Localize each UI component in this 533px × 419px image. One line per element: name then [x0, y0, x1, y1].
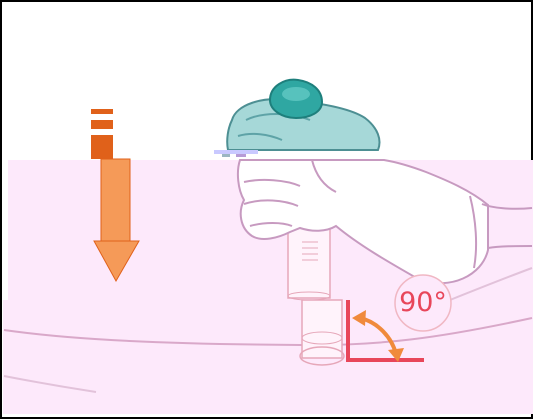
- skin-lower-strip: [3, 300, 533, 414]
- syringe-at-skin: [299, 299, 345, 366]
- downward-arrow-icon: [91, 109, 140, 283]
- skin-lower-line: [3, 375, 97, 393]
- gloved-thumb: [226, 98, 381, 151]
- edge-artifact: [214, 150, 258, 157]
- skin-surface-line: [3, 317, 533, 347]
- syringe-cap-icon: [268, 78, 324, 120]
- gloved-hand: [236, 159, 533, 285]
- angle-badge: [394, 274, 452, 332]
- angle-label: 90°: [399, 287, 447, 318]
- skin-right-curve: [449, 267, 533, 301]
- angle-arc-arrow-icon: [352, 310, 404, 362]
